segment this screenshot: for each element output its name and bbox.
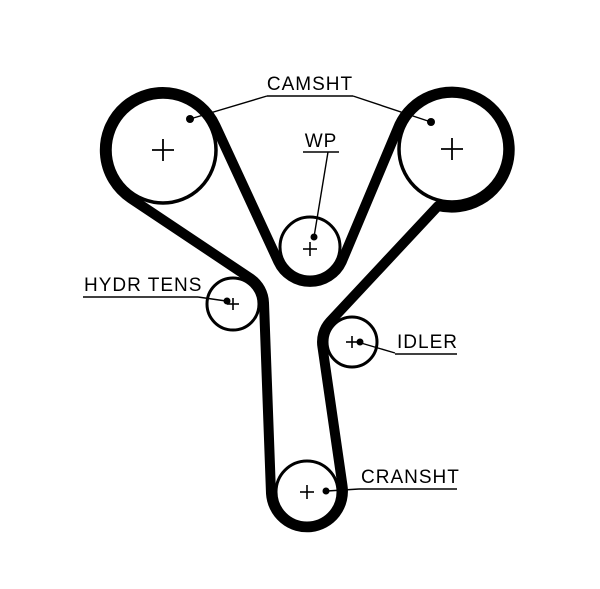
tensioner-plus-icon bbox=[227, 298, 239, 310]
crankshaft-plus-icon bbox=[300, 485, 314, 499]
label-idler: IDLER bbox=[397, 332, 458, 353]
leader-crankshaft bbox=[326, 488, 360, 492]
label-camshaft: CAMSHT bbox=[267, 74, 353, 95]
leader-camshaft-right bbox=[352, 95, 432, 123]
leader-dot-camshaft-left bbox=[186, 115, 194, 123]
water-pump-plus-icon bbox=[303, 242, 317, 256]
leader-hydr-tens bbox=[197, 296, 227, 302]
leader-dot-water-pump bbox=[310, 233, 318, 241]
timing-belt bbox=[99, 86, 515, 533]
label-hydr-tens: HYDR TENS bbox=[84, 275, 202, 296]
camshaft-left-plus-icon bbox=[152, 139, 174, 161]
leader-dot-idler bbox=[356, 338, 364, 346]
leader-dot-hydr-tens bbox=[223, 297, 231, 305]
leader-water-pump bbox=[313, 151, 329, 238]
leader-idler bbox=[360, 342, 396, 354]
leader-camshaft-left bbox=[189, 95, 268, 120]
label-crankshaft: CRANSHT bbox=[361, 467, 460, 488]
label-water-pump: WP bbox=[305, 131, 338, 152]
leader-dot-camshaft-right bbox=[427, 118, 435, 126]
leader-dot-crankshaft bbox=[322, 487, 330, 495]
camshaft-right-plus-icon bbox=[441, 138, 463, 160]
idler-plus-icon bbox=[346, 336, 358, 348]
